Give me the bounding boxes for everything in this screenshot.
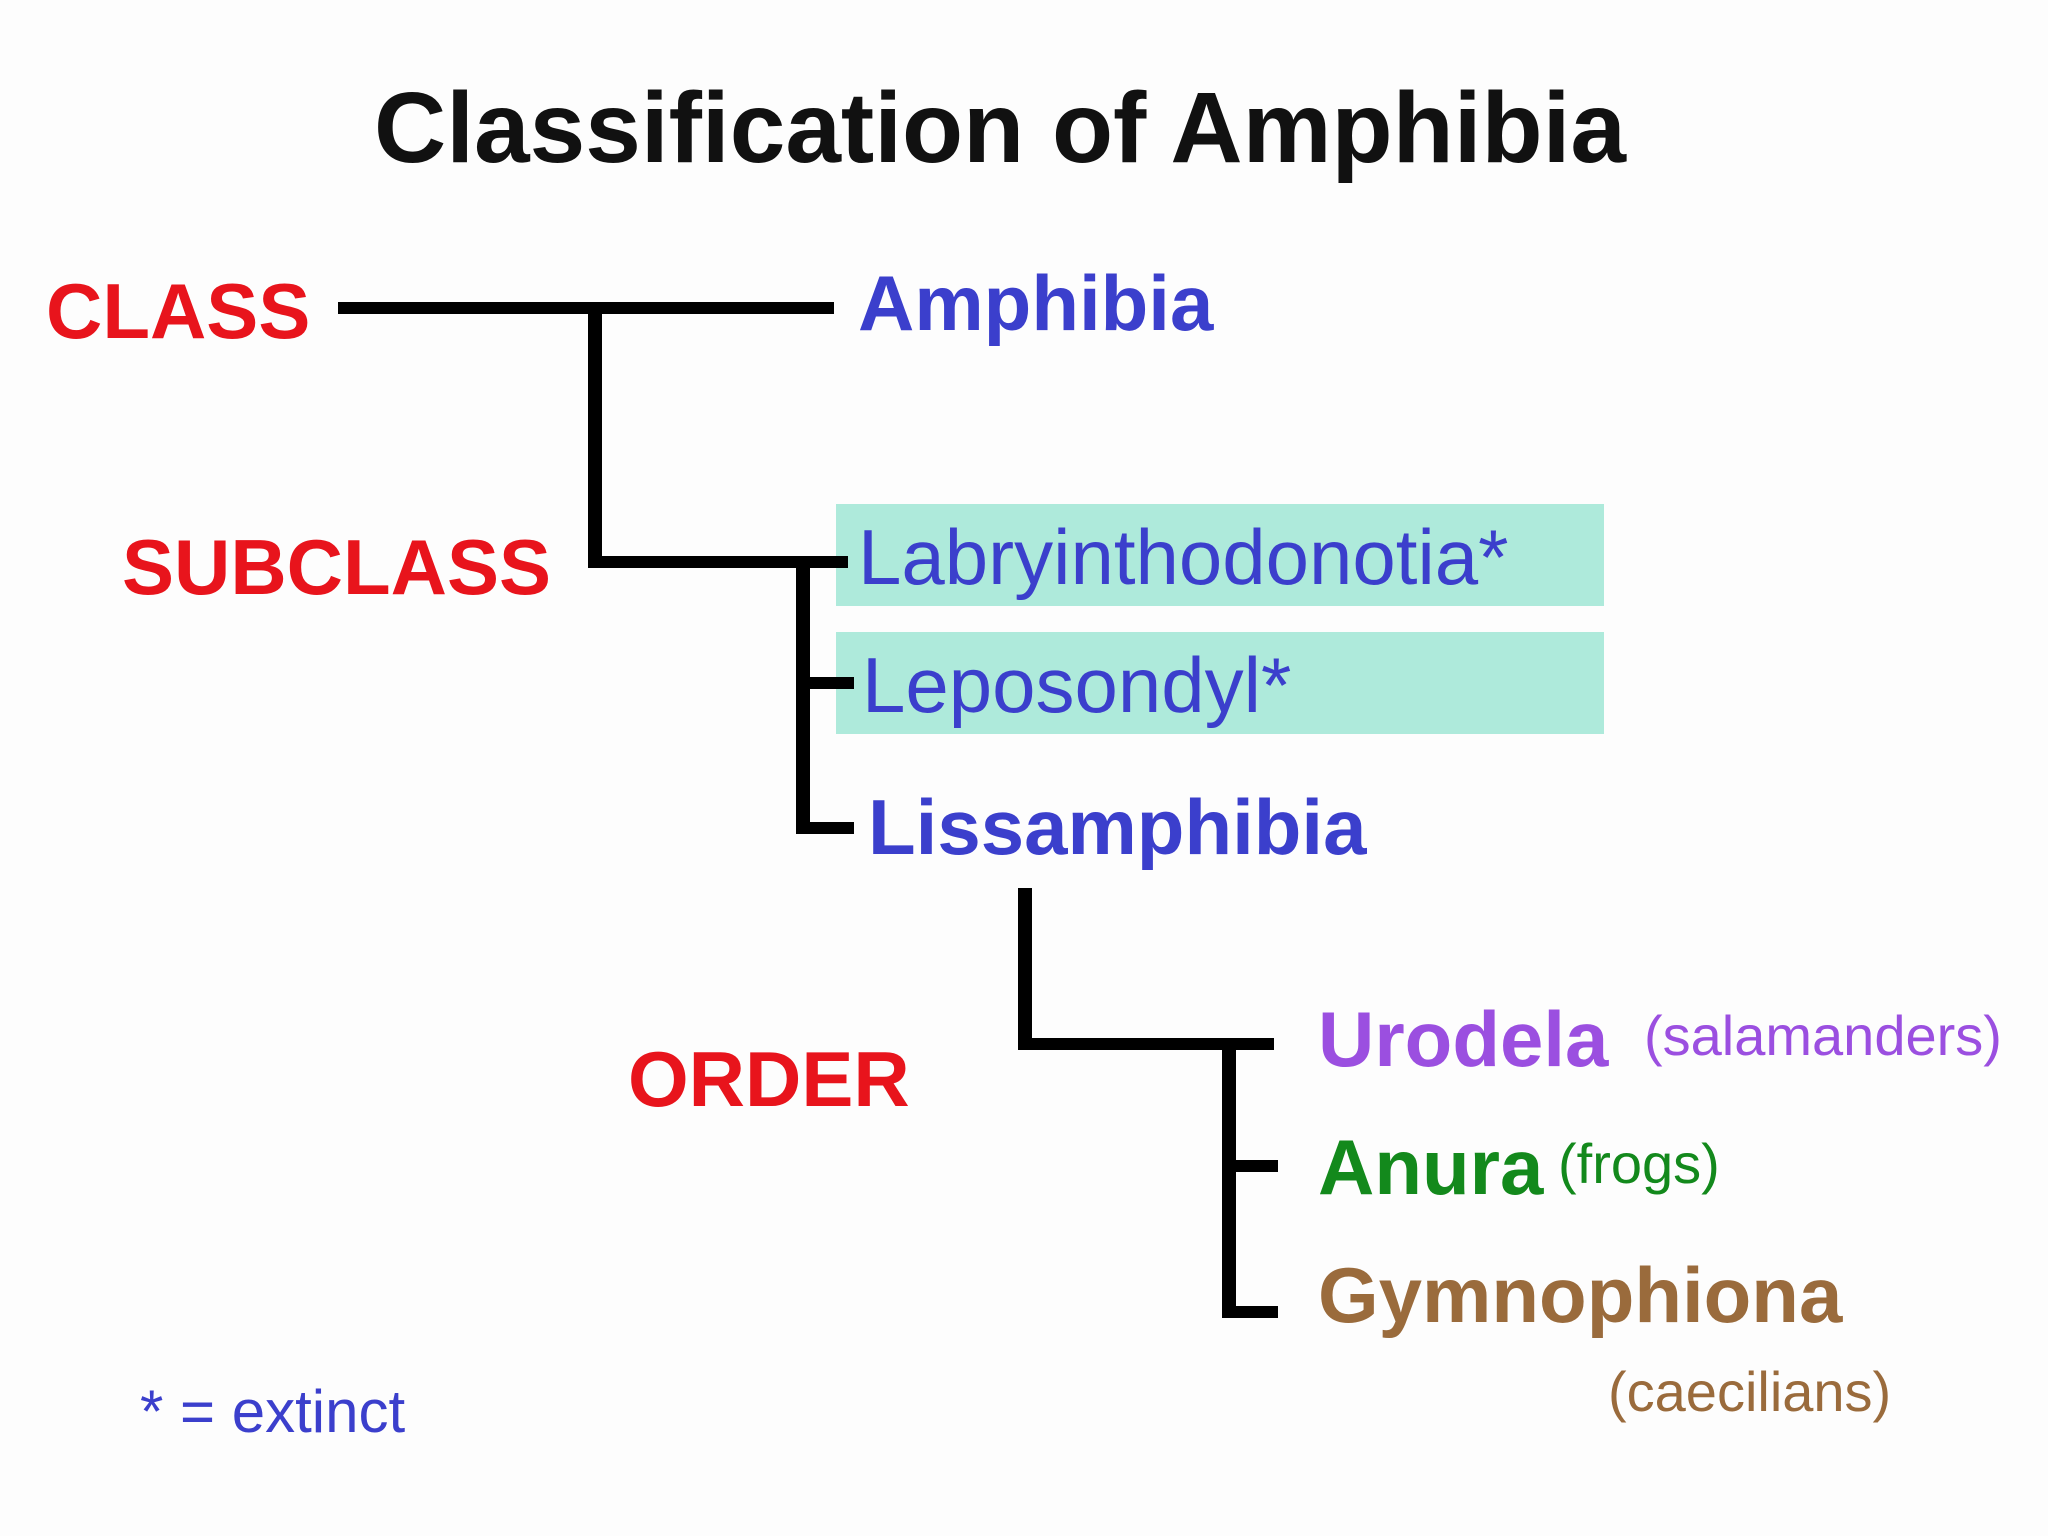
tree-line-order-bracket	[1222, 1038, 1236, 1318]
tree-line-tick-anura	[1222, 1160, 1278, 1172]
extinct-highlight-labyrinthodontia	[836, 504, 1604, 606]
common-name-frogs: (frogs)	[1558, 1132, 1720, 1195]
diagram-title: Classification of Amphibia	[373, 72, 1626, 184]
tree-line-lissamphibia-down	[1018, 888, 1032, 1050]
rank-label-class: CLASS	[46, 267, 311, 355]
legend-extinct: * = extinct	[140, 1378, 406, 1445]
taxon-gymnophiona: Gymnophiona	[1318, 1251, 1843, 1339]
taxon-urodela: Urodela	[1318, 995, 1609, 1083]
tree-line-class-to-subclass	[588, 302, 602, 568]
taxon-lissamphibia: Lissamphibia	[868, 783, 1367, 871]
taxon-lepospondyli: Leposondyl*	[862, 641, 1292, 729]
rank-label-order: ORDER	[628, 1035, 910, 1123]
taxon-amphibia: Amphibia	[858, 259, 1214, 347]
tree-line-tick-gymnophiona	[1222, 1306, 1278, 1318]
rank-label-subclass: SUBCLASS	[122, 523, 552, 611]
taxon-labyrinthodontia: Labryinthodonotia*	[858, 513, 1509, 601]
tree-line-subclass	[588, 556, 848, 568]
tree-line-order	[1018, 1038, 1274, 1050]
tree-line-class	[338, 302, 834, 314]
common-name-caecilians: (caecilians)	[1608, 1360, 1892, 1423]
tree-line-subclass-bracket	[796, 556, 810, 834]
tree-line-tick-lissamphibia	[796, 822, 854, 834]
tree-line-tick-leposondyl	[796, 677, 854, 689]
extinct-highlight-lepospondyli	[836, 632, 1604, 734]
taxon-anura: Anura	[1318, 1123, 1544, 1211]
common-name-salamanders: (salamanders)	[1644, 1004, 2002, 1067]
